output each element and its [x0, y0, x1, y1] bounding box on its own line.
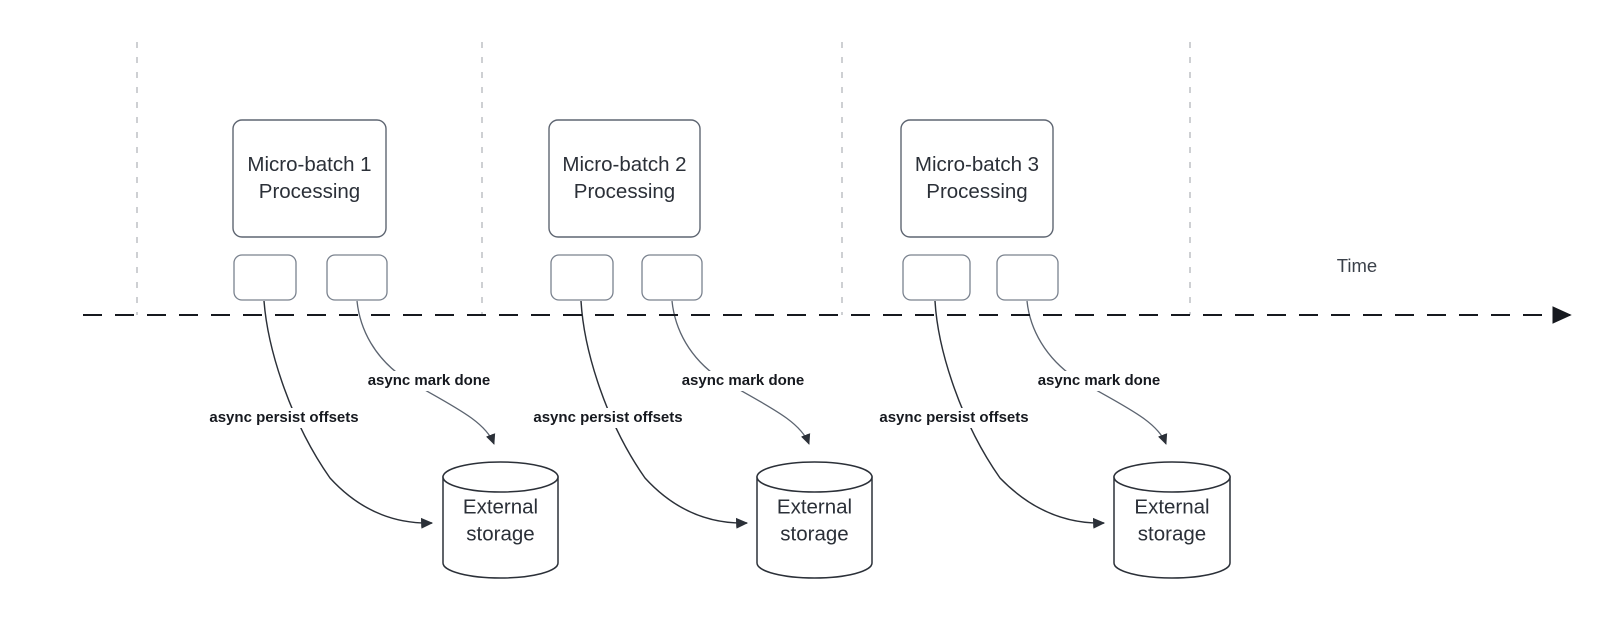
group-1-storage-label-line2: storage — [466, 522, 534, 545]
group-2-edge-persist-offsets-label-backdrop — [520, 408, 696, 428]
group-3-task-box-mark[interactable] — [996, 254, 1059, 301]
group-2-task-box-mark[interactable] — [641, 254, 703, 301]
group-1-edge-mark-done-label-backdrop — [364, 371, 494, 391]
timeline-axis-layer: Time — [83, 255, 1572, 324]
group-2-edge-persist-offsets-label: async persist offsets — [533, 409, 682, 426]
group-2-edge-mark-done-label: async mark done — [682, 372, 805, 389]
group-2-edge-persist-offsets-label-group: async persist offsets — [520, 408, 696, 428]
group-1-processing-box[interactable] — [232, 119, 387, 238]
group-3-processing-label-line1: Micro-batch 3 — [915, 153, 1039, 176]
group-1-edge-mark-done-label: async mark done — [368, 372, 491, 389]
group-3-edge-mark-done-label-group: async mark done — [1034, 371, 1164, 391]
group-2-edge-mark-done-label-backdrop — [678, 371, 808, 391]
lifelines-layer — [136, 42, 1191, 315]
group-1-edge-mark-done-label-group: async mark done — [364, 371, 494, 391]
edge-labels-layer: async persist offsets async mark done asyn… — [196, 371, 1164, 428]
nodes-layer: Micro-batch 1ProcessingExternalstorageMi… — [232, 119, 1231, 579]
group-1-edge-persist-offsets-label-backdrop — [196, 408, 372, 428]
group-2-edge-mark-done-label-group: async mark done — [678, 371, 808, 391]
group-2-processing-box[interactable] — [548, 119, 701, 238]
group-3-processing-box[interactable] — [900, 119, 1054, 238]
group-1-storage-cylinder-top — [442, 461, 559, 493]
group-2-edge-persist-offsets — [580, 300, 749, 529]
group-2-processing-label-line2: Processing — [574, 180, 675, 203]
group-2-task-box-persist[interactable] — [550, 254, 614, 301]
group-3-storage-cylinder-top — [1113, 461, 1231, 493]
group-2-processing-label-line1: Micro-batch 2 — [562, 153, 686, 176]
group-1-processing-label-line2: Processing — [259, 180, 360, 203]
group-3-edge-mark-done-label-backdrop — [1034, 371, 1164, 391]
group-3-storage-cylinder-body[interactable] — [1113, 476, 1231, 579]
group-1-edge-persist-offsets — [263, 300, 434, 529]
group-3-task-box-persist[interactable] — [902, 254, 971, 301]
group-3-edge-persist-offsets-label-group: async persist offsets — [866, 408, 1042, 428]
group-1-processing-label-line1: Micro-batch 1 — [247, 153, 371, 176]
group-1-edge-persist-offsets-label: async persist offsets — [209, 409, 358, 426]
group-3-edge-mark-done-label: async mark done — [1038, 372, 1161, 389]
group-3-edge-persist-offsets-label: async persist offsets — [879, 409, 1028, 426]
group-3-storage-label-line1: External — [1134, 495, 1209, 518]
group-1-storage-label-line1: External — [463, 495, 538, 518]
group-2-storage-cylinder-top — [756, 461, 873, 493]
group-1-task-box-mark[interactable] — [326, 254, 388, 301]
group-3-storage-label-line2: storage — [1138, 522, 1206, 545]
group-1-task-box-persist[interactable] — [233, 254, 297, 301]
time-axis-label: Time — [1337, 255, 1377, 276]
group-3-edge-persist-offsets — [934, 300, 1106, 529]
group-2-storage-label-line1: External — [777, 495, 852, 518]
group-1-storage-cylinder-body[interactable] — [442, 476, 559, 579]
group-2-storage-label-line2: storage — [780, 522, 848, 545]
group-2-storage-cylinder-body[interactable] — [756, 476, 873, 579]
group-3-processing-label-line2: Processing — [926, 180, 1027, 203]
group-1-edge-persist-offsets-label-group: async persist offsets — [196, 408, 372, 428]
group-3-edge-persist-offsets-label-backdrop — [866, 408, 1042, 428]
